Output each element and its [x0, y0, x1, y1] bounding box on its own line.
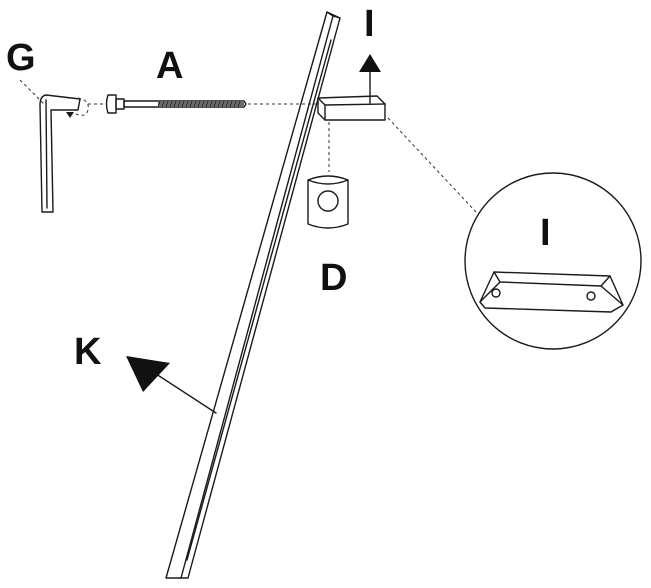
label-d: D: [320, 257, 347, 299]
label-i-top: I: [364, 3, 375, 45]
label-k: K: [74, 331, 102, 373]
rotation-arrow-icon: [66, 112, 74, 118]
bracket-detail-callout: [387, 117, 642, 350]
arrow-up-left-icon: [126, 356, 170, 392]
bolt-a: [88, 94, 318, 114]
allen-key-g: [19, 79, 89, 213]
label-a: A: [156, 45, 183, 87]
arrow-up-icon: [359, 54, 381, 72]
barrel-nut-d: [307, 122, 349, 229]
direction-arrow: [126, 356, 217, 414]
label-i-detail: I: [540, 212, 551, 254]
bracket-i: [317, 54, 386, 121]
label-g: G: [6, 37, 36, 79]
panel-k: [165, 11, 341, 579]
